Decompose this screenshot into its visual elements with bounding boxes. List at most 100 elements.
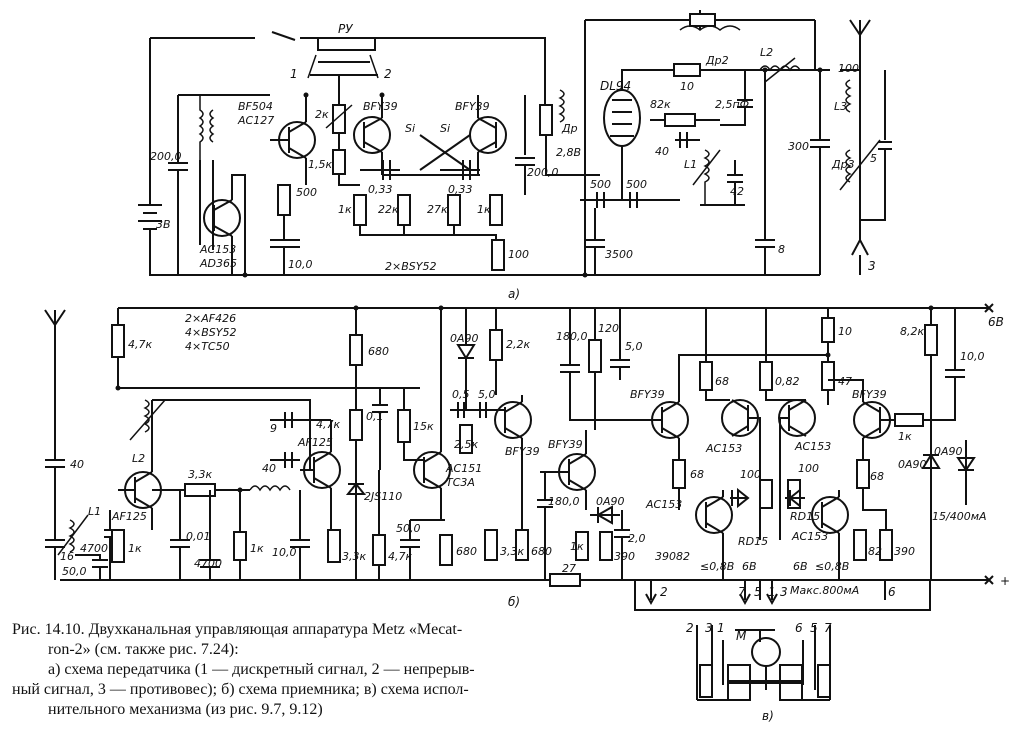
rx-val-0-82: 0,82 [775,375,800,388]
pos-3-label: 3 [868,259,876,273]
rx-val-08v-a: ≤0,8В [700,560,734,573]
rx-val-3-3k-b: 3,3к [342,550,366,563]
val-500-a: 500 [590,178,611,191]
val-l2: L2 [760,46,773,59]
rx-val-68-c: 68 [870,470,884,483]
actuator-schematic [696,625,831,701]
val-500-b: 500 [626,178,647,191]
val-3v: 3В [156,218,171,231]
rx-val-0a90-b: 0А90 [596,495,625,508]
rx-val-68-a: 68 [715,375,729,388]
rx-tr-ac153-c: AC153 [645,498,682,511]
rx-note-3: 4×TC50 [185,340,230,353]
caption-line-3: a) схема передатчика (1 — дискретный сиг… [48,661,475,678]
supply-plus: + [1000,574,1010,588]
val-dr2: Др2 [705,54,729,67]
rx-tr-af125-a: AF125 [111,510,147,523]
act-wire-3: 3 [705,621,713,635]
val-100-b: 100 [838,62,859,75]
tube-dl94: DL94 [600,79,631,93]
rx-val-390-a: 390 [614,550,635,563]
rx-val-4-7k-c: 4,7к [388,550,412,563]
rx-out-6: 6 [888,585,896,599]
si-a: Si [405,122,415,135]
rx-val-2js110: 2JS110 [364,490,402,503]
act-wire-5: 5 [810,621,818,635]
caption-line-5: нительного механизма (из рис. 9.7, 9.12) [48,701,323,718]
caption-line-1: Рис. 14.10. Двухканальная управляющая ап… [12,621,463,638]
rx-tr-af125-b: AF125 [297,436,333,449]
tx-note: 2×BSY52 [385,260,436,273]
rx-val-l2: L2 [132,452,145,465]
receiver-labels: 2×AF426 4×BSY52 4×TC50 6В + 4,7к 680 0А9… [60,312,1010,609]
si-b: Si [440,122,450,135]
rx-tr-bfy39-d: BFY39 [852,388,887,401]
rx-val-4-7k-b: 4,7к [316,418,340,431]
act-motor-label: М [736,629,747,643]
val-l1: L1 [684,158,697,171]
rx-val-100-a: 100 [740,468,761,481]
rx-val-4700-b: 4700 [194,557,222,570]
val-1k-a: 1к [338,203,352,216]
rx-val-15k: 15к [413,420,434,433]
rx-val-5-0: 5,0 [625,340,643,353]
act-wire-7: 7 [824,621,832,635]
rx-val-50-0b: 50,0 [396,522,421,535]
rx-out-5: 5 [754,585,762,599]
rx-tr-bfy39-a: BFY39 [505,445,540,458]
rx-val-0a90-d: 0А90 [934,445,963,458]
rx-val-10-0b: 10,0 [272,546,297,559]
subfig-a-label: a) [508,287,520,301]
rx-tr-bfy39-b: BFY39 [548,438,583,451]
val-10-0: 10,0 [288,258,313,271]
rx-val-l1: L1 [88,505,101,518]
tr-bfy39-a: BFY39 [363,100,398,113]
val-10: 10 [680,80,694,93]
rx-rd15-b: RD15 [790,510,820,523]
rx-val-40-b: 40 [70,458,84,471]
rx-val-100-b: 100 [798,462,819,475]
figure-caption: Рис. 14.10. Двухканальная управляющая ап… [12,620,642,720]
rx-val-390-b: 390 [655,550,676,563]
rx-val-10: 10 [838,325,852,338]
rx-val-0-1: 0,1 [366,410,384,423]
rx-val-1k-a: 1к [128,542,142,555]
pos-2-label: 2 [384,67,392,81]
rx-val-1k-d: 1к [898,430,912,443]
rx-val-8-2k: 8,2к [900,325,924,338]
rx-note-2: 4×BSY52 [185,326,236,339]
caption-line-4: ный сигнал, 3 — противовес); б) схема пр… [12,681,469,698]
supply-6v: 6В [988,315,1004,329]
rx-val-15-400ma: 15/400мА [932,510,987,523]
pos-1-label: 1 [290,67,298,81]
rx-val-6v-b: 6В [793,560,808,573]
rx-val-680c: 680 [531,545,552,558]
act-wire-1: 1 [717,621,725,635]
rx-val-3-3k-c: 3,3к [500,545,524,558]
rx-tr-ac153-b: AC153 [794,440,831,453]
rx-val-0-01: 0,01 [186,530,211,543]
rx-val-6v-a: 6В [742,560,757,573]
val-dr3: Др3 [831,158,855,171]
rx-val-680: 680 [368,345,389,358]
val-500: 500 [296,186,317,199]
rx-rd15-a: RD15 [738,535,768,548]
val-2-8v: 2,8В [556,146,581,159]
tr-ad365: AD365 [199,257,237,270]
rx-val-82-a: 82 [676,550,690,563]
rx-tr-ac153-d: AC153 [791,530,828,543]
rx-val-0-5: 0,5 [452,388,470,401]
rx-val-10-0: 10,0 [960,350,985,363]
rx-val-3-3k: 3,3к [188,468,212,481]
val-42: 42 [730,185,744,198]
rx-val-1k-c: 1к [570,540,584,553]
val-5: 5 [870,152,877,165]
caption-line-2: ron-2» (см. также рис. 7.24): [48,641,239,658]
val-100: 100 [508,248,529,261]
rx-val-680b: 680 [456,545,477,558]
val-2-5pf: 2,5пФ [715,98,749,111]
rx-val-120: 120 [598,322,619,335]
rx-val-4700-a: 4700 [80,542,108,555]
switch-ru-label: РУ [338,22,353,36]
val-27k: 27к [427,203,448,216]
